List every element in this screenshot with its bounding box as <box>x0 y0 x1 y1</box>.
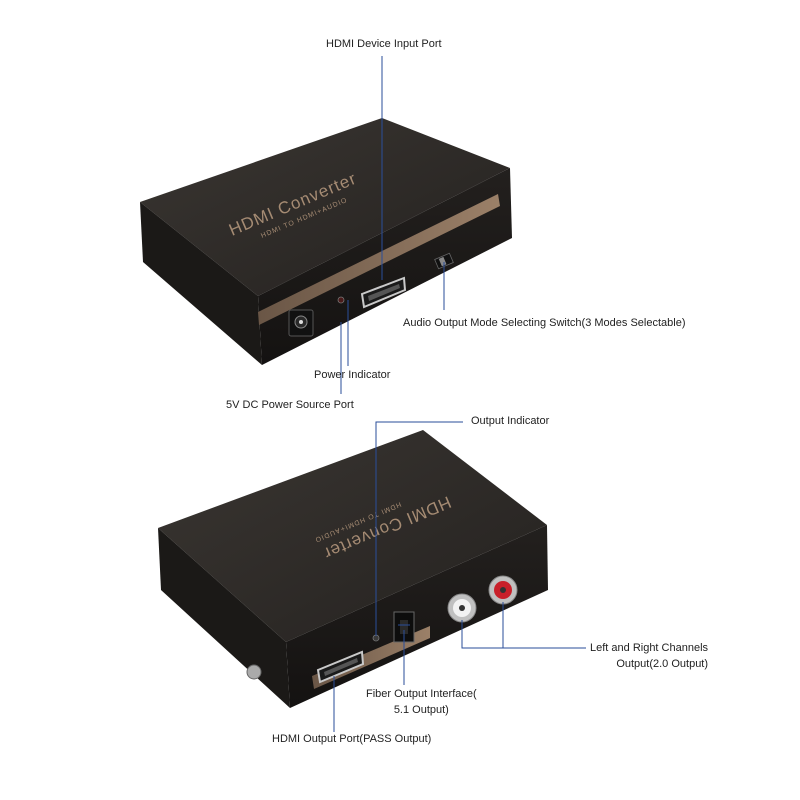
leader-output-indicator <box>375 421 463 636</box>
callout-lr-channels-line2: Output(2.0 Output) <box>616 658 709 670</box>
device-front-face <box>258 168 512 365</box>
device-front-top-surface <box>140 118 510 296</box>
hdmi-input-port[interactable] <box>360 276 407 309</box>
callout-lr-channels-line1: Left and Right Channels <box>590 642 709 654</box>
device-front-view: HDMI Converter HDMI TO HDMI+AUDIO <box>140 118 512 365</box>
mode-switch[interactable] <box>434 252 454 270</box>
device-front-left-side <box>140 202 262 365</box>
callout-fiber: Fiber Output Interface( 5.1 Output) <box>366 686 477 718</box>
callout-fiber-line2: 5.1 Output) <box>393 704 449 716</box>
callout-dc-power: 5V DC Power Source Port <box>226 399 354 411</box>
callout-hdmi-output: HDMI Output Port(PASS Output) <box>272 733 432 745</box>
callout-fiber-line1: Fiber Output Interface( <box>366 688 477 700</box>
rca-left-white-jack[interactable] <box>447 593 477 623</box>
callout-output-indicator: Output Indicator <box>471 415 550 427</box>
device-rear-view: HDMI Converter HDMI TO HDMI+AUDIO <box>158 430 548 708</box>
callout-hdmi-input: HDMI Device Input Port <box>326 38 442 50</box>
power-indicator-led <box>337 296 345 304</box>
side-screw <box>246 664 262 680</box>
device-rear-top-surface <box>158 430 547 642</box>
hdmi-output-port[interactable] <box>316 650 365 684</box>
callout-lr-channels: Left and Right Channels Output(2.0 Outpu… <box>590 640 708 672</box>
leader-lr-channels <box>461 620 586 649</box>
dc-power-port[interactable] <box>288 309 314 337</box>
leader-lines <box>333 56 586 732</box>
device-front-label-strip <box>258 194 500 325</box>
rca-right-red-jack[interactable] <box>488 575 518 605</box>
callout-mode-switch: Audio Output Mode Selecting Switch(3 Mod… <box>403 317 686 329</box>
callout-power-indicator: Power Indicator <box>314 369 391 381</box>
device-rear-left-side <box>158 528 290 708</box>
